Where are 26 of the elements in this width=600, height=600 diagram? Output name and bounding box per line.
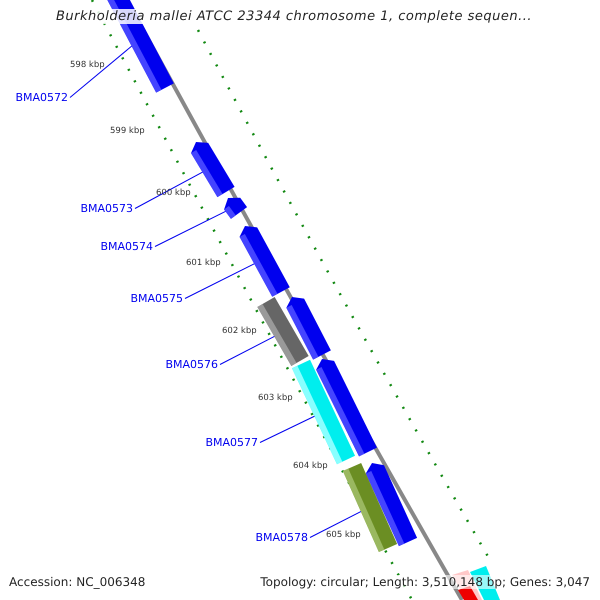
leader-line	[70, 46, 132, 98]
leader-line	[154, 210, 226, 247]
gene-feature-bar	[342, 462, 398, 552]
gene-feature-bar	[240, 226, 290, 297]
scale-label: 604 kbp	[293, 461, 328, 471]
gene-label: BMA0576	[165, 358, 218, 371]
leader-line	[260, 416, 315, 443]
gene-label: BMA0573	[80, 202, 133, 215]
gene-feature-bar	[191, 142, 235, 198]
gene-label: BMA0574	[100, 240, 153, 253]
title: Burkholderia mallei ATCC 23344 chromosome 1, complete sequen...	[56, 9, 532, 24]
gene-feature-bar	[224, 198, 248, 219]
leader-line	[310, 511, 362, 538]
scale-label: 603 kbp	[258, 393, 293, 403]
scale-label: 599 kbp	[110, 126, 145, 136]
scale-label: 605 kbp	[326, 530, 361, 540]
leader-line	[134, 172, 203, 209]
gene-label: BMA0575	[130, 292, 183, 305]
footer-text: Topology: circular; Length: 3,510,148 bp; Genes: 3,047	[260, 575, 590, 589]
leader-line	[220, 336, 275, 365]
gene-label: BMA0578	[255, 531, 308, 544]
gene-feature-bar	[257, 297, 309, 366]
leader-line	[184, 263, 255, 299]
footer-text: Accession: NC_006348	[9, 575, 146, 589]
gene-label: BMA0572	[15, 91, 68, 104]
gene-label: BMA0577	[205, 436, 258, 449]
